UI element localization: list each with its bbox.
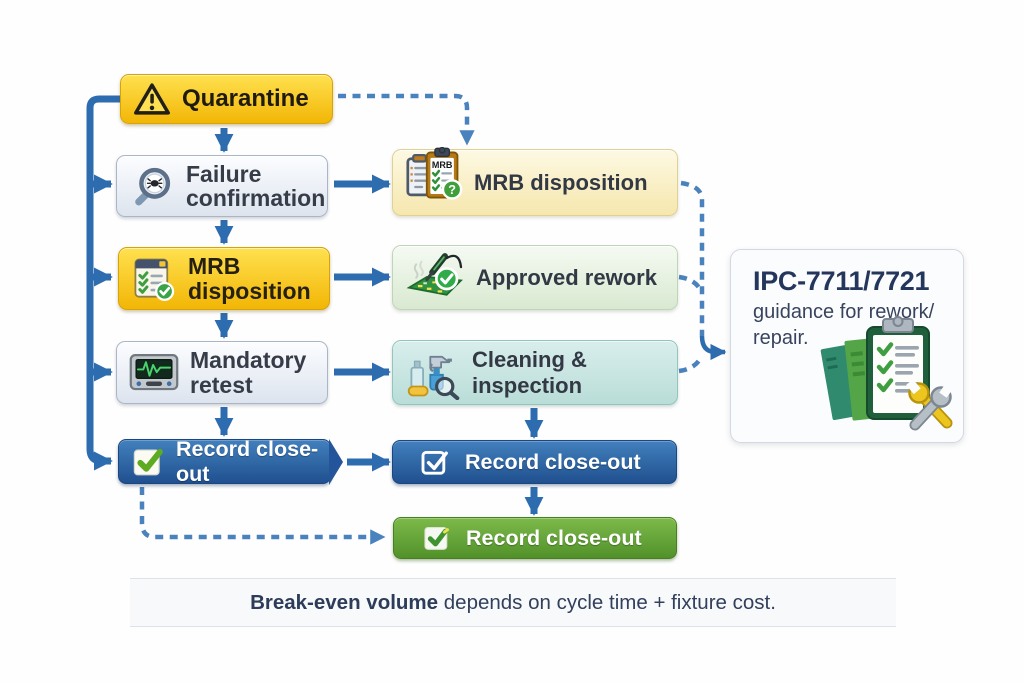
clipboard-tools-icon	[809, 315, 957, 440]
node-approved-rework: Approved rework	[392, 245, 678, 310]
node-mrb-disposition-left-label: MRB disposition	[188, 253, 311, 304]
node-record-closeout-left: Record close-out	[118, 436, 343, 486]
node-record-closeout-green: Record close-out	[393, 517, 677, 559]
checklist-icon	[131, 256, 177, 302]
node-mrb-disposition-right-label: MRB disposition	[474, 169, 648, 195]
node-record-closeout-green-label: Record close-out	[466, 525, 642, 550]
node-mrb-disposition-left: MRB disposition	[118, 247, 330, 310]
caption-rest: depends on cycle time + fixture cost.	[438, 590, 776, 614]
node-mrb-disposition-right: MRB ? MRB disposition	[392, 146, 678, 216]
node-cleaning-inspection-label: Cleaning & inspection	[472, 346, 587, 398]
node-failure-confirmation: Failure confirmation	[116, 155, 328, 217]
node-mandatory-retest-label: Mandatory retest	[190, 347, 307, 398]
side-note-body: guidance for rework/ repair.	[753, 301, 935, 349]
side-note-title: IPC-7711/7721	[753, 266, 930, 296]
node-failure-confirmation-label: Failure confirmation	[186, 160, 326, 211]
oscilloscope-icon	[129, 352, 179, 394]
clipboard-mrb-icon: MRB ?	[405, 146, 463, 203]
node-cleaning-inspection: Cleaning & inspection	[392, 340, 678, 405]
node-record-closeout-center: Record close-out	[392, 440, 677, 484]
node-approved-rework-label: Approved rework	[476, 264, 657, 290]
caption-band: Break-even volume depends on cycle time …	[130, 578, 896, 627]
side-note-ipc: IPC-7711/7721 guidance for rework/ repai…	[730, 249, 964, 443]
node-quarantine: Quarantine	[120, 74, 333, 124]
node-mandatory-retest: Mandatory retest	[116, 341, 328, 404]
caption-bold: Break-even volume	[250, 590, 439, 614]
checkbox-outline-icon	[419, 446, 451, 478]
node-quarantine-label: Quarantine	[182, 85, 309, 112]
checkbox-green-icon	[131, 445, 165, 479]
checkbox-check-icon	[422, 523, 452, 553]
magnifier-bug-icon	[129, 163, 175, 209]
question-badge-glyph: ?	[448, 182, 456, 196]
pcb-rework-icon	[405, 250, 465, 302]
warning-triangle-icon	[133, 82, 171, 116]
node-record-closeout-left-label: Record close-out	[176, 436, 319, 486]
cleaning-supplies-icon	[405, 346, 461, 400]
node-record-closeout-center-label: Record close-out	[465, 449, 641, 474]
clipboard-mrb-text: MRB	[432, 159, 453, 169]
caption-text: Break-even volume depends on cycle time …	[250, 591, 776, 615]
